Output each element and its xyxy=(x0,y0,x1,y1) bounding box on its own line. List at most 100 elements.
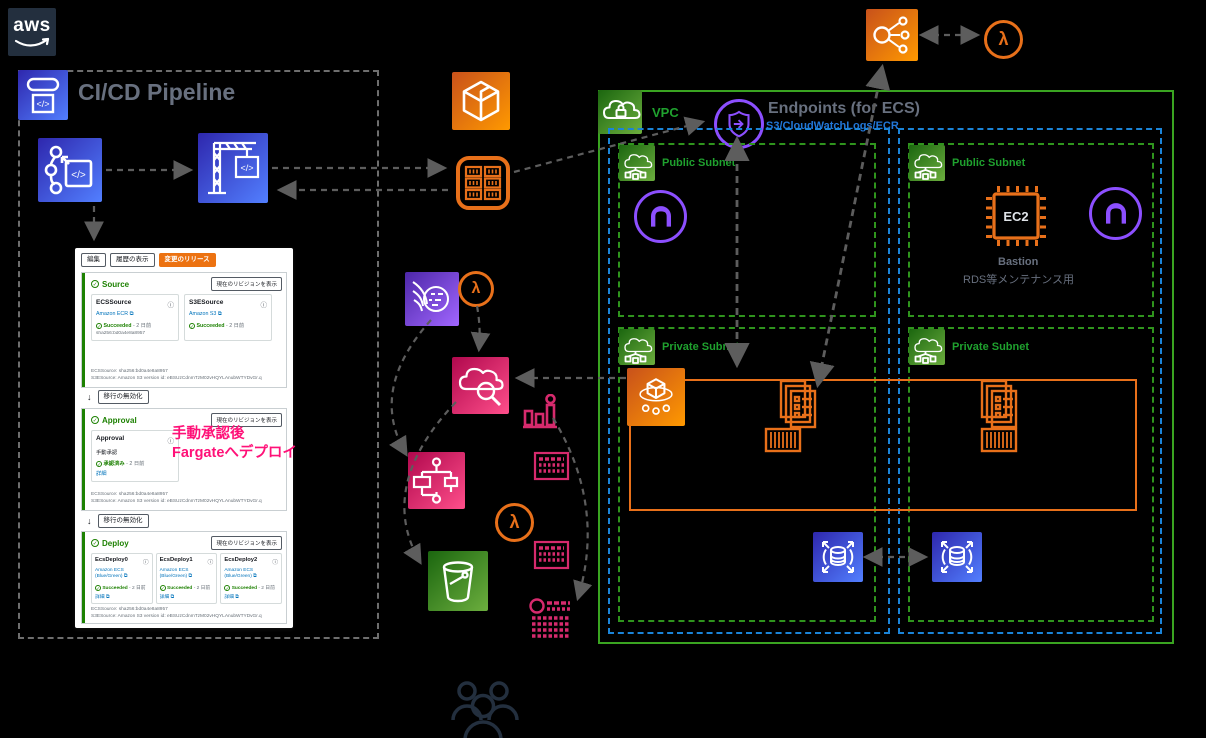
detail-link[interactable]: 詳細 xyxy=(159,594,170,600)
detail-link[interactable]: 詳細 xyxy=(95,594,105,600)
view-revision-button[interactable]: 現在のリビジョンを表示 xyxy=(211,536,282,550)
provider-link[interactable]: Amazon ECR xyxy=(96,311,129,317)
ecs-service-icon xyxy=(627,368,685,426)
detail-link[interactable]: 詳細 xyxy=(224,594,234,600)
aws-logo-text: aws xyxy=(13,15,51,36)
ecs-task-definitions-icon xyxy=(979,378,1019,432)
status-time: - 2 日前 xyxy=(132,323,152,330)
status-time: - 2 日前 xyxy=(193,585,211,591)
ecr-registry-icon xyxy=(455,155,511,211)
succeeded-icon: ✓ xyxy=(96,323,102,330)
cloudwatch-alarm-icon xyxy=(528,597,574,641)
cloudwatch-logs-icon xyxy=(533,450,571,482)
info-icon[interactable]: ⓘ xyxy=(142,560,149,566)
nat-gateway-icon xyxy=(1089,187,1142,240)
stage-status-icon: ✓ xyxy=(91,539,99,547)
annotation-line: Fargateへデプロイ xyxy=(172,444,297,461)
arrow-metrics-to-alarm xyxy=(552,417,593,602)
status-text: Succeeded xyxy=(102,585,128,591)
edit-button[interactable]: 編集 xyxy=(81,253,106,267)
info-icon[interactable]: ⓘ xyxy=(272,560,279,566)
lambda-glyph: λ xyxy=(998,29,1009,49)
status-text: Succeeded xyxy=(103,323,132,330)
rds-aurora-icon xyxy=(932,532,982,582)
subnet-icon xyxy=(909,329,945,365)
annotation-line: 手動承認後 xyxy=(172,426,245,442)
code-glyph: </> xyxy=(36,99,49,109)
cloudwatch-metrics-icon xyxy=(521,394,559,430)
lambda-glyph: λ xyxy=(509,512,520,532)
private-subnet-right-box xyxy=(908,327,1154,622)
status-time: - 2 日前 xyxy=(225,323,245,330)
arrow-cloudfront-to-stepfunctions xyxy=(389,319,432,457)
external-link-icon: ⧉ xyxy=(123,574,128,580)
detail-link[interactable]: 詳細 xyxy=(96,471,107,477)
container-icon xyxy=(980,427,1018,453)
provider-link[interactable]: Amazon ECS (Blue/Green) xyxy=(224,568,254,580)
action-title: S3ESource xyxy=(189,299,224,306)
status-text: Succeeded xyxy=(167,585,193,591)
info-icon[interactable]: ⓘ xyxy=(167,438,175,445)
provider-link[interactable]: Amazon ECS (Blue/Green) xyxy=(159,568,189,580)
history-button[interactable]: 履歴の表示 xyxy=(110,253,155,267)
console-toolbar: 編集 履歴の表示 変更のリリース xyxy=(81,253,216,267)
private-subnet-right-label: Private Subnet xyxy=(952,341,1030,353)
lambda-glyph: λ xyxy=(471,280,481,297)
aws-smile-icon xyxy=(14,37,50,47)
status-time: - 2 日前 xyxy=(126,461,145,467)
provider-link[interactable]: Amazon ECS (Blue/Green) xyxy=(95,568,124,580)
external-link-icon: ⧉ xyxy=(188,574,192,580)
release-change-button[interactable]: 変更のリリース xyxy=(158,253,216,267)
codebuild-icon: </> xyxy=(198,133,268,203)
stage-name: Source xyxy=(102,279,130,289)
info-icon[interactable]: ⓘ xyxy=(207,560,214,566)
view-revision-button[interactable]: 現在のリビジョンを表示 xyxy=(211,413,282,427)
cicd-pipeline-box xyxy=(18,70,379,639)
provider-link[interactable]: Amazon S3 xyxy=(189,311,217,317)
codepipeline-icon: </> xyxy=(18,70,68,120)
codecommit-icon: </> xyxy=(38,138,102,202)
lambda-icon: λ xyxy=(495,503,534,542)
ecr-service-icon xyxy=(452,72,510,130)
disable-transition-button[interactable]: 移行の無効化 xyxy=(97,514,149,528)
action-title: EcsDeploy0 xyxy=(95,557,128,563)
status-text: 承認済み xyxy=(103,461,125,467)
ecs-task-definitions-icon xyxy=(778,378,818,432)
nat-gateway-icon xyxy=(634,190,687,243)
external-link-icon: ⧉ xyxy=(217,311,222,317)
succeeded-icon: ✓ xyxy=(224,584,231,591)
info-icon[interactable]: ⓘ xyxy=(167,302,175,309)
private-subnet-left-label: Private Subnet xyxy=(662,341,740,353)
footer-line: ECSSource: sha256:bd0a4e8a8957 xyxy=(91,368,168,374)
action-subtitle: 手動承認 xyxy=(96,450,118,456)
lambda-edge-icon: λ xyxy=(458,271,494,307)
stage-footer: ECSSource: sha256:bd0a4e8a8957 S3ESource… xyxy=(91,368,282,383)
code-glyph: </> xyxy=(71,170,86,181)
ecs-service-box xyxy=(629,379,1137,511)
lambda-notification-icon: λ xyxy=(984,20,1023,59)
external-link-icon: ⧉ xyxy=(105,594,110,600)
view-revision-button[interactable]: 現在のリビジョンを表示 xyxy=(211,277,282,291)
disable-transition-button[interactable]: 移行の無効化 xyxy=(97,390,149,404)
footer-line: S3ESource: Amazon S3 version id: eBSUzCd… xyxy=(91,376,262,382)
external-link-icon: ⧉ xyxy=(170,594,175,600)
bastion-purpose-label: RDS等メンテナンス用 xyxy=(963,274,1075,286)
endpoints-title: Endpoints (for ECS) xyxy=(768,100,920,117)
footer-line: S3ESource: Amazon S3 version id: eBSUzCd… xyxy=(91,614,262,620)
stage-status-icon: ✓ xyxy=(91,416,99,424)
succeeded-icon: ✓ xyxy=(95,584,101,591)
transition-row: ↓ 移行の無効化 xyxy=(87,514,149,528)
status-time: - 2 日前 xyxy=(129,585,146,591)
footer-line: S3ESource: Amazon S3 version id: eBSUzCd… xyxy=(91,499,262,505)
cicd-pipeline-title: CI/CD Pipeline xyxy=(78,79,236,105)
sns-icon xyxy=(866,9,918,61)
info-icon[interactable]: ⓘ xyxy=(260,302,268,309)
subnet-icon xyxy=(619,329,655,365)
revision-hash: sha256:bd0a4e8a8957 xyxy=(96,331,146,337)
action-title: EcsDeploy2 xyxy=(224,557,258,563)
